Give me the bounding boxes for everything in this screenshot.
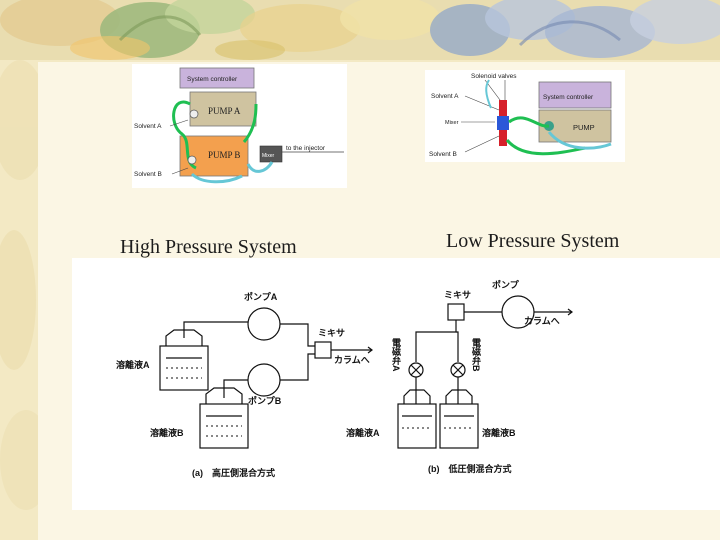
mixer-label: Mixer <box>445 120 459 126</box>
pump-a-box <box>189 91 257 127</box>
system-controller-box <box>538 81 612 109</box>
pump-label: PUMP <box>573 123 595 132</box>
low-pressure-diagram: Solenoid valves Solvent A Mixer Solvent … <box>425 70 625 162</box>
mixer-block <box>497 116 509 130</box>
eluent-bottle-a-right <box>397 403 437 449</box>
header-foliage-banner <box>0 0 720 60</box>
caption-low-pressure-system: Low Pressure System <box>446 230 620 252</box>
solvent-a-label: Solvent A <box>431 93 459 100</box>
system-controller-label: System controller <box>543 94 594 101</box>
system-controller-box <box>179 67 255 89</box>
system-controller-label: System controller <box>187 76 238 83</box>
japanese-mixing-schematic: ポンプA ポンプB ミキサ カラムへ 溶離液A 溶離液B (a) 高圧側混合方式… <box>72 258 720 510</box>
pump-b-circle-left <box>247 363 281 397</box>
mixer-square-left <box>314 341 332 359</box>
mixer-square-right <box>447 303 465 321</box>
solvent-a-label: Solvent A <box>134 123 162 130</box>
pump-label-right: ポンプ <box>492 279 520 290</box>
caption-a: (a) 高圧側混合方式 <box>192 467 275 478</box>
eluent-b-label-left: 溶離液B <box>150 427 184 438</box>
solenoid-valves-label: Solenoid valves <box>471 73 517 80</box>
eluent-a-label-left: 溶離液A <box>116 359 150 370</box>
solenoid-valve-a <box>499 100 507 116</box>
eluent-b-label-right: 溶離液B <box>482 427 516 438</box>
mixer-label-left: ミキサ <box>318 328 345 338</box>
pump-a-label: PUMP A <box>208 106 241 116</box>
caption-high-pressure-system: High Pressure System <box>120 236 297 258</box>
pump-b-label: PUMP B <box>208 150 240 160</box>
mixer-label-right: ミキサ <box>444 290 471 300</box>
caption-b: (b) 低圧側混合方式 <box>428 463 512 474</box>
eluent-a-label-right: 溶離液A <box>346 427 380 438</box>
to-injector-label: to the injector <box>286 145 326 152</box>
high-pressure-diagram: System controller PUMP A PUMP B Mixer to… <box>132 64 347 188</box>
valve-b-label: 電磁弁B <box>471 338 481 372</box>
pump-b-label-left: ポンプB <box>248 395 282 406</box>
eluent-bottle-b-right <box>439 403 479 449</box>
mixer-label: Mixer <box>262 153 275 159</box>
pump-a-label-left: ポンプA <box>244 291 278 302</box>
pump-a-circle-left <box>247 307 281 341</box>
column-label-right: カラムへ <box>524 316 560 326</box>
solenoid-valve-b <box>499 130 507 146</box>
valve-a-label: 電磁弁A <box>391 338 401 372</box>
column-label-left: カラムへ <box>334 355 370 365</box>
solvent-b-label: Solvent B <box>134 171 162 178</box>
solvent-b-label: Solvent B <box>429 151 457 158</box>
